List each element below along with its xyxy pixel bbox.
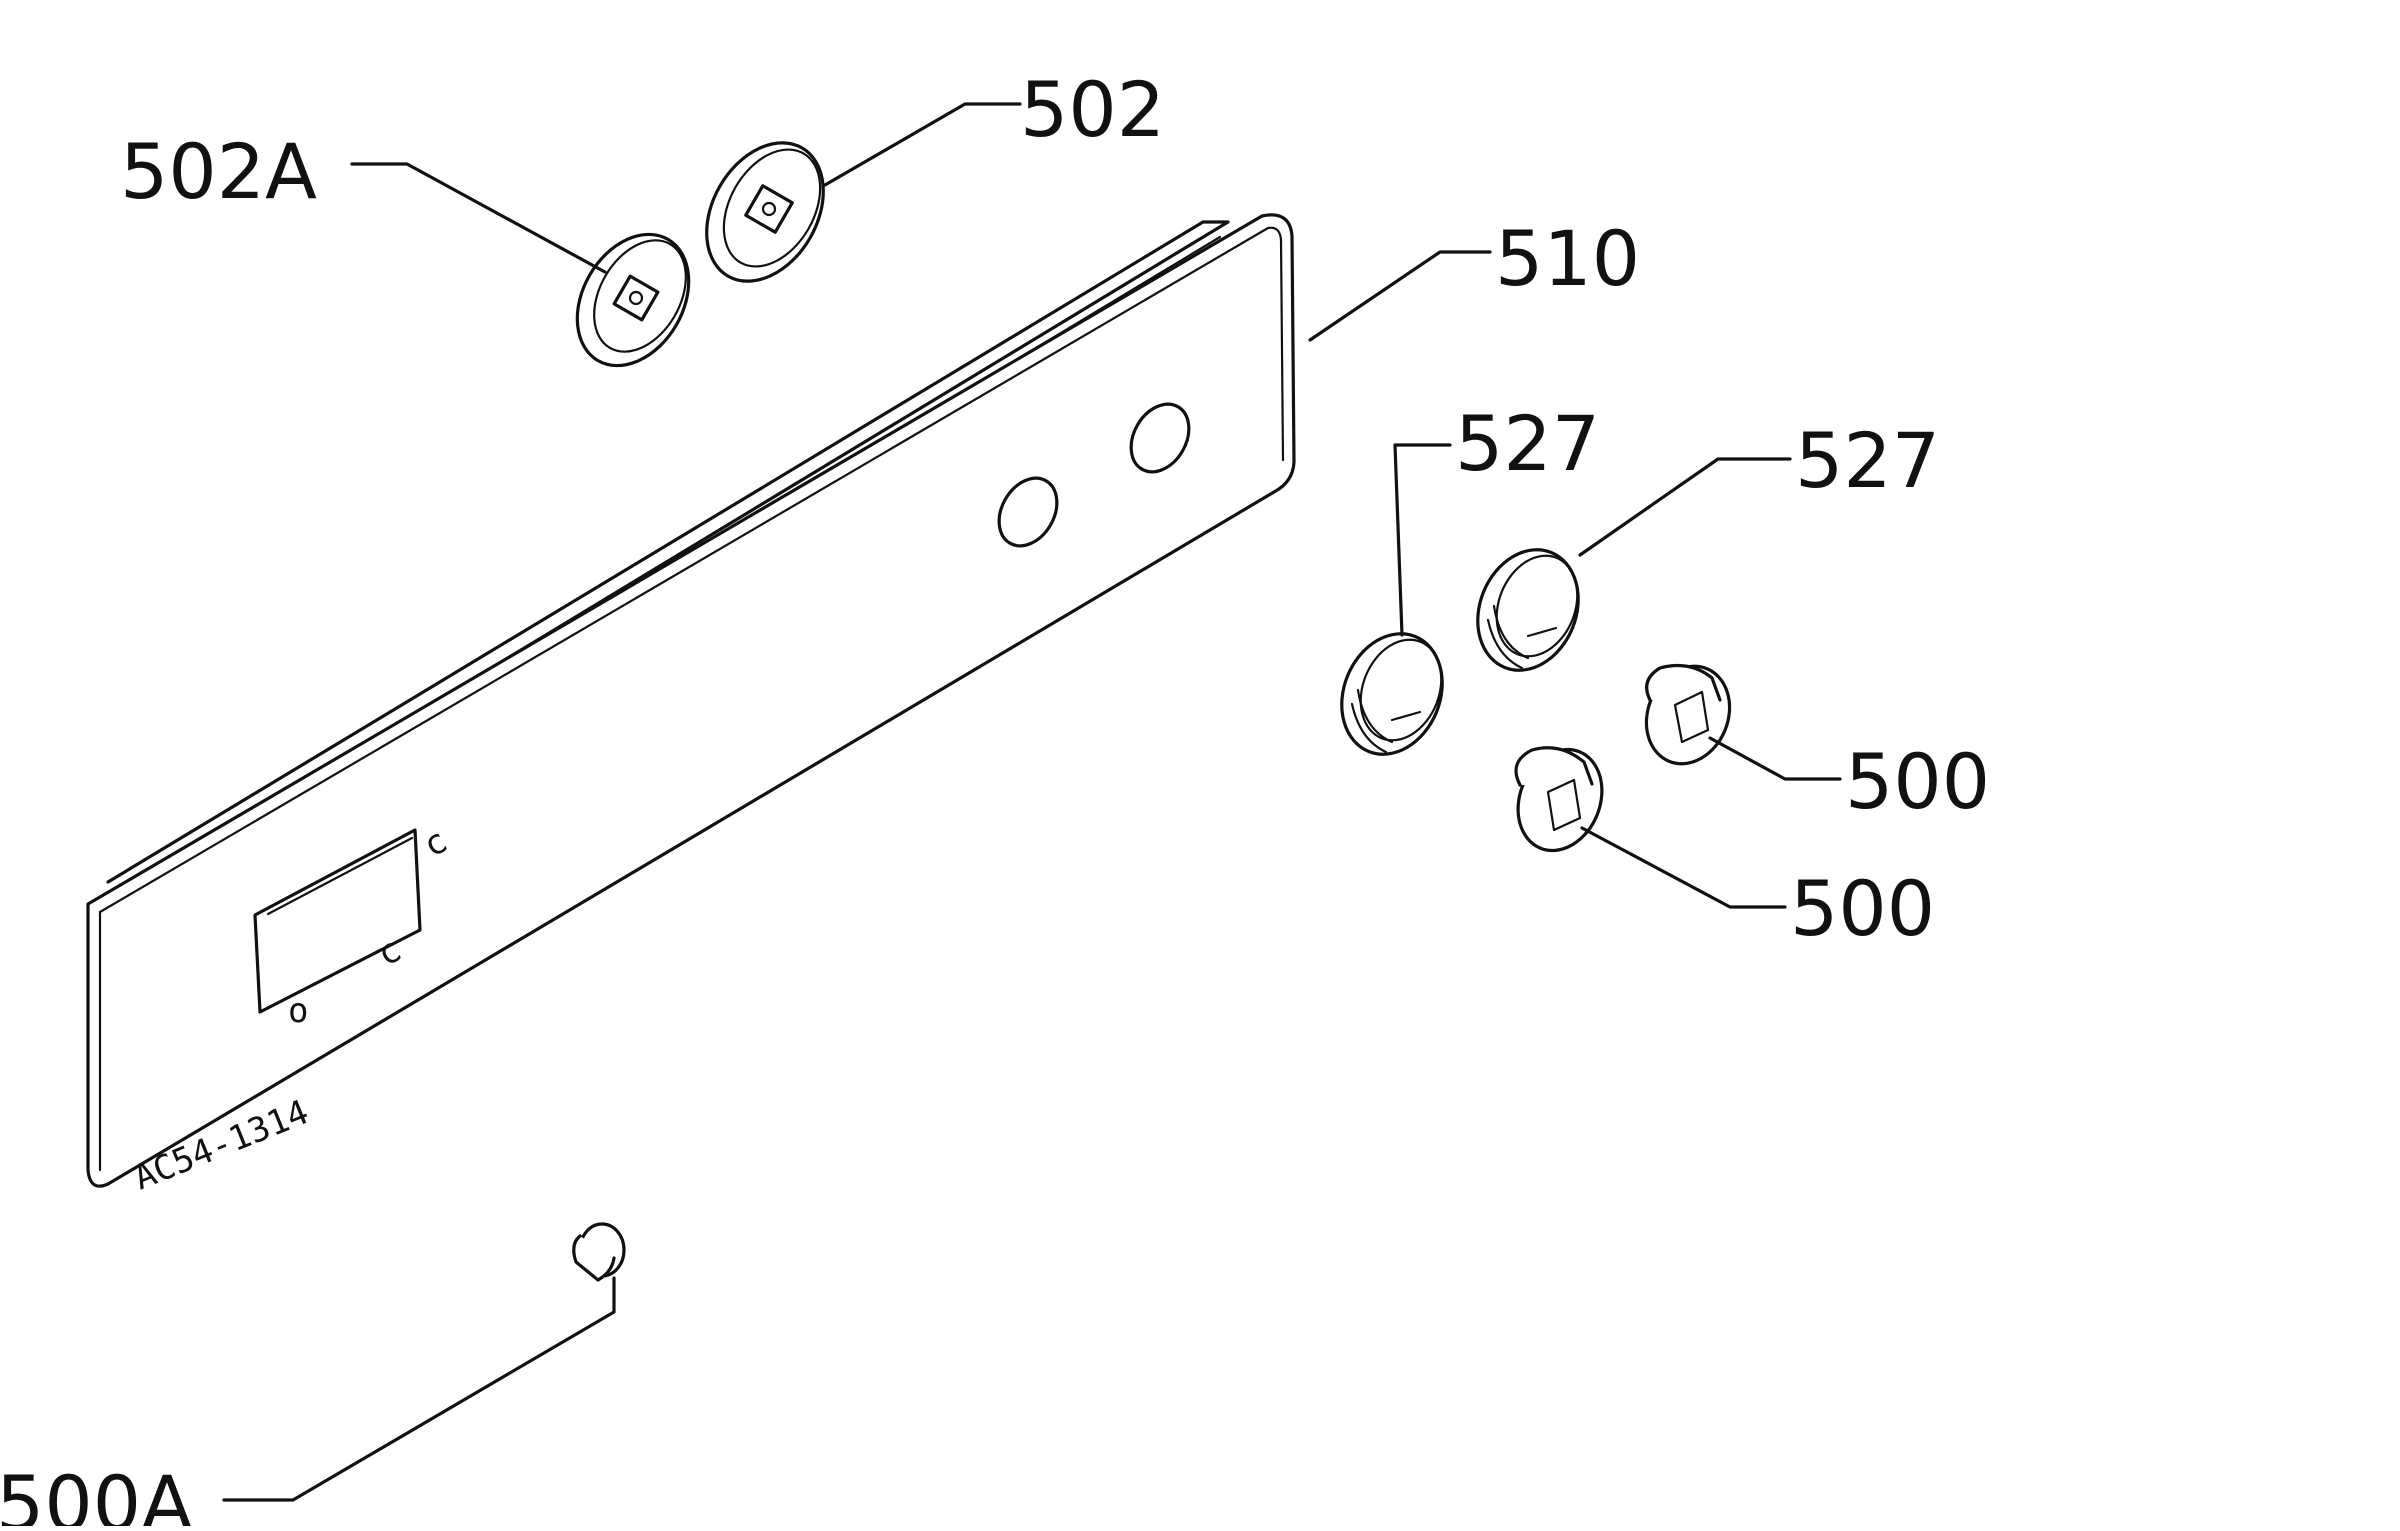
callout-510: 510 (1495, 214, 1640, 303)
knob-500-front (1514, 746, 1604, 853)
control-panel-510: c c o AC54-1314 (86, 213, 1296, 1198)
callout-500-front: 500 (1790, 864, 1935, 953)
ring-527-back (1476, 548, 1580, 672)
washer-502 (705, 141, 825, 283)
leader-lines (222, 102, 1842, 1502)
knob-500-back (1644, 664, 1732, 766)
callout-527-front: 527 (1455, 399, 1600, 488)
plug-500a (572, 1222, 626, 1282)
washer-502a (575, 232, 691, 368)
callout-527-back: 527 (1795, 416, 1940, 505)
callout-500a: 500A (0, 1459, 193, 1526)
panel-mark-3: o (288, 991, 308, 1031)
callout-502a: 502A (120, 127, 317, 216)
callout-500-back: 500 (1845, 737, 1990, 826)
callout-502: 502 (1020, 65, 1165, 154)
callout-labels: 502A 502 510 527 527 500 500 500A (0, 65, 1990, 1531)
ring-527-front (1340, 632, 1444, 756)
